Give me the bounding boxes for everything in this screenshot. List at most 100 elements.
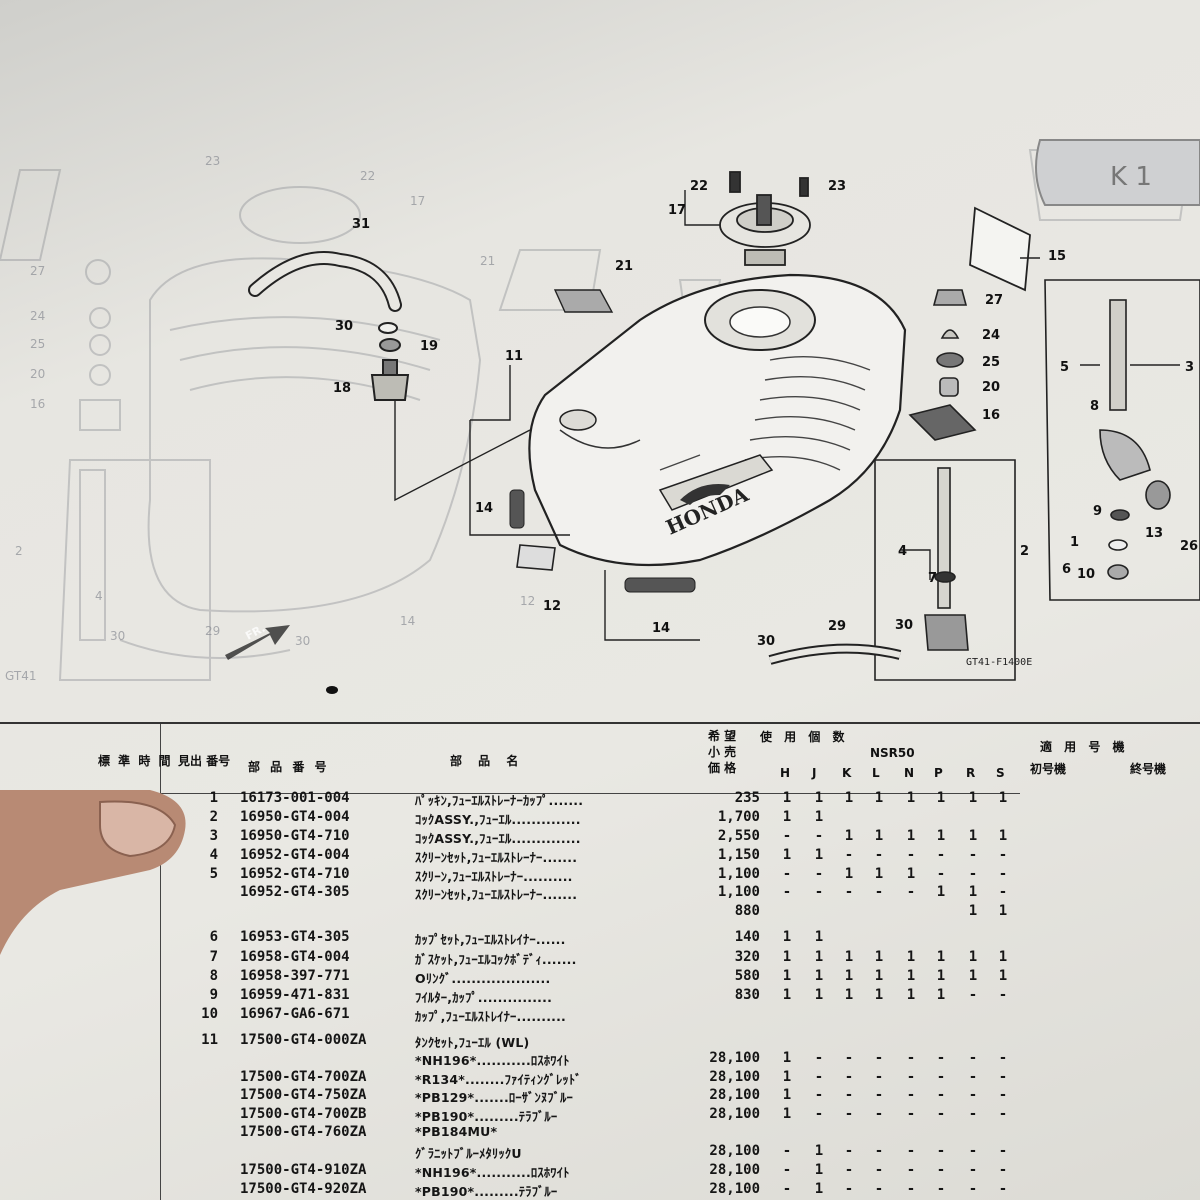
qty-s: - [998,1087,1008,1103]
ref-number: 8 [209,968,218,984]
qty-n: - [906,1106,916,1122]
price: 28,100 [709,1143,760,1159]
qty-h: 1 [782,790,792,806]
part-number: 17500-GT4-700ZA [240,1069,367,1085]
qty-n: 1 [906,866,916,882]
qty-j: - [814,1069,824,1085]
qty-n: 1 [906,987,916,1003]
qty-p: 1 [936,949,946,965]
price: 28,100 [709,1181,760,1197]
qty-s: - [998,987,1008,1003]
qty-l: - [874,1069,884,1085]
col-s: S [996,766,1005,780]
qty-p: - [936,866,946,882]
part-name: ｽｸﾘｰﾝｾｯﾄ,ﾌｭｰｴﾙｽﾄﾚｰﾅｰ....... [415,887,578,902]
svg-text:25: 25 [982,355,1000,370]
header-part-name: 部 品 名 [450,754,525,768]
qty-l: - [874,847,884,863]
qty-s: - [998,884,1008,900]
price: 320 [734,949,760,965]
header-rule [160,793,1020,794]
qty-s: - [998,1050,1008,1066]
qty-s: 1 [998,903,1008,919]
part-name: ｺｯｸASSY.,ﾌｭｰｴﾙ.............. [415,812,581,827]
qty-p: 1 [936,968,946,984]
price: 2,550 [717,828,760,844]
price: 1,700 [717,809,760,825]
part-number: 17500-GT4-760ZA [240,1124,367,1140]
qty-r: - [968,1143,978,1159]
qty-j: 1 [814,847,824,863]
svg-text:20: 20 [982,380,1000,395]
part-number: 17500-GT4-910ZA [240,1162,367,1178]
qty-l: 1 [874,968,884,984]
qty-n: - [906,1162,916,1178]
qty-p: - [936,1069,946,1085]
qty-j: - [814,884,824,900]
qty-l: 1 [874,790,884,806]
qty-j: 1 [814,987,824,1003]
qty-p: 1 [936,790,946,806]
part-name: ｶｯﾌﾟｾｯﾄ,ﾌｭｰｴﾙｽﾄﾚｲﾅｰ...... [415,932,566,947]
svg-text:4: 4 [898,544,907,559]
header-usage: 使 用 個 数 [760,730,849,744]
part-name: *R134*........ﾌｧｲﾃｨﾝｸﾞﾚｯﾄﾞ [415,1072,582,1087]
breather-hose-left [248,251,410,401]
svg-text:23: 23 [205,154,220,168]
tank-rubber-14b [624,577,696,593]
price: 1,100 [717,884,760,900]
part-name: *PB129*.......ﾛｰｻﾞﾝﾇﾌﾞﾙｰ [415,1090,573,1105]
svg-text:2: 2 [1020,544,1029,559]
svg-text:19: 19 [420,339,438,354]
qty-k: - [844,1087,854,1103]
qty-h: 1 [782,929,792,945]
svg-text:21: 21 [480,254,495,268]
part-number: 16950-GT4-710 [240,828,350,844]
svg-text:5: 5 [1060,360,1069,375]
qty-h: 1 [782,1106,792,1122]
ref-number: 3 [209,828,218,844]
part-name: ﾌｲﾙﾀｰ,ｶｯﾌﾟ............... [415,990,553,1005]
qty-l: - [874,884,884,900]
qty-h: - [782,866,792,882]
svg-text:14: 14 [475,501,493,516]
part-number: 16952-GT4-004 [240,847,350,863]
svg-text:21: 21 [615,259,633,274]
qty-n: - [906,1050,916,1066]
part-name: *NH196*...........ﾛｽﾎﾜｲﾄ [415,1053,570,1068]
qty-p: - [936,1143,946,1159]
part-name: *PB190*.........ﾃﾗﾌﾞﾙｰ [415,1109,558,1124]
header-std-time: 標 準 時 間 [98,754,173,768]
qty-s: 1 [998,949,1008,965]
mount-parts-right [908,289,977,441]
qty-n: 1 [906,949,916,965]
thumb [0,790,186,955]
svg-text:10: 10 [1077,567,1095,582]
qty-j: 1 [814,1162,824,1178]
svg-text:12: 12 [520,594,535,608]
qty-k: 1 [844,987,854,1003]
ref-number: 4 [209,847,218,863]
svg-text:30: 30 [335,319,353,334]
col-n: N [904,766,915,780]
part-name: ｶﾞｽｹｯﾄ,ﾌｭｰｴﾙｺｯｸﾎﾞﾃﾞｨ....... [415,952,577,967]
qty-k: - [844,884,854,900]
qty-n: - [906,847,916,863]
leader-lines [394,190,1180,641]
qty-r: - [968,1050,978,1066]
qty-j: 1 [814,929,824,945]
svg-text:15: 15 [1048,249,1066,264]
svg-text:6: 6 [1062,562,1071,577]
svg-text:1: 1 [1070,535,1079,550]
qty-j: - [814,828,824,844]
part-number: 16173-001-004 [240,790,350,806]
svg-text:24: 24 [30,309,45,323]
col-r: R [966,766,976,780]
tank-gasket [969,206,1031,292]
qty-n: - [906,1181,916,1197]
